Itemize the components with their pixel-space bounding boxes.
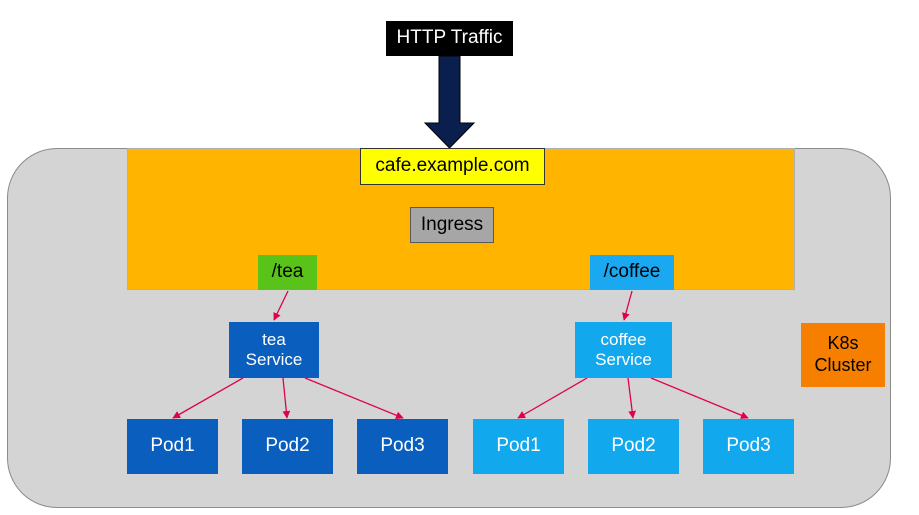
coffee-pod2-box: Pod2 — [588, 419, 679, 474]
k8s-cluster-label: K8s Cluster — [801, 323, 885, 387]
coffee-service-to-pod1-arrow — [517, 377, 588, 419]
tea-service-to-pod1-arrow — [172, 377, 244, 419]
tea-service-box: tea Service — [229, 322, 319, 378]
tea-pod2-box: Pod2 — [242, 419, 333, 474]
tea-pod1-box: Pod1 — [127, 419, 218, 474]
tea-pod3-box: Pod3 — [357, 419, 448, 474]
coffee-service-to-pod2-arrow — [627, 377, 636, 419]
http-traffic-label: HTTP Traffic — [386, 21, 513, 56]
ingress-label: Ingress — [410, 207, 494, 243]
coffee-service-to-pod3-arrow — [650, 377, 749, 419]
coffee-path-label: /coffee — [590, 255, 674, 290]
tea-path-to-service-arrow — [273, 290, 289, 321]
tea-path-label: /tea — [258, 255, 317, 290]
tea-service-to-pod3-arrow — [304, 377, 404, 419]
traffic-arrow — [423, 55, 476, 149]
tea-service-to-pod2-arrow — [282, 377, 291, 419]
coffee-pod1-box: Pod1 — [473, 419, 564, 474]
coffee-service-box: coffee Service — [575, 322, 672, 378]
coffee-pod3-box: Pod3 — [703, 419, 794, 474]
coffee-path-to-service-arrow — [622, 290, 633, 321]
ingress-host-label: cafe.example.com — [360, 148, 545, 185]
